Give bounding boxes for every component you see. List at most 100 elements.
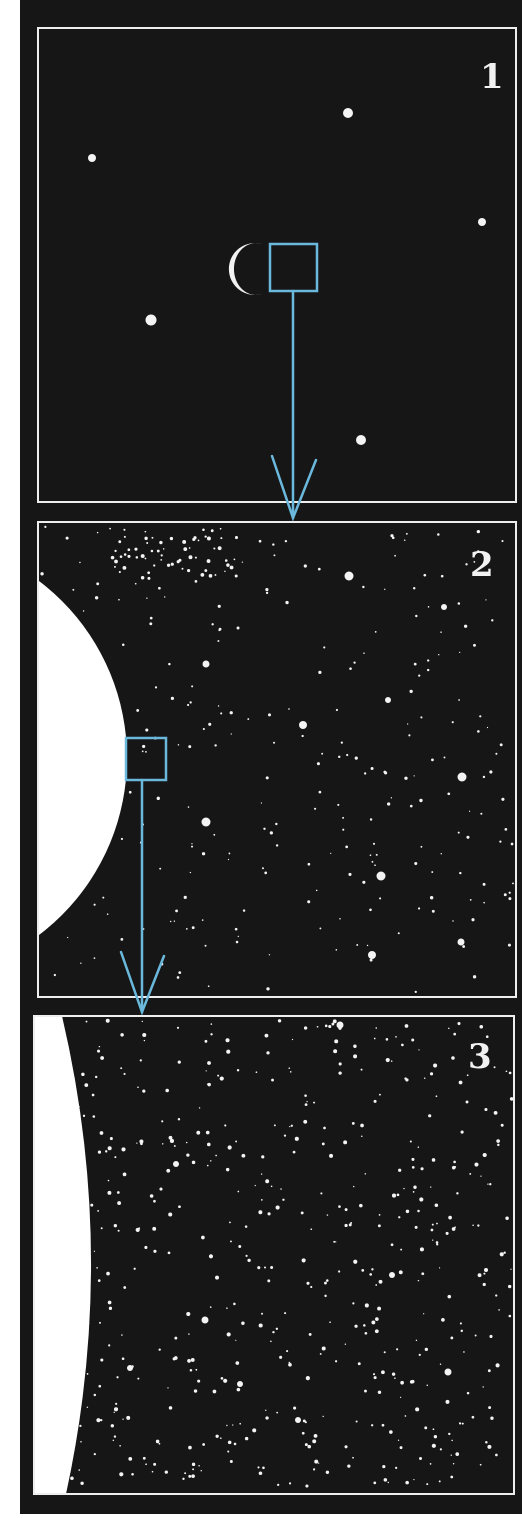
star	[114, 1224, 117, 1227]
star	[363, 1324, 366, 1327]
star	[187, 569, 190, 572]
star	[226, 1425, 227, 1426]
star	[436, 1243, 438, 1245]
star	[114, 1156, 116, 1158]
star	[392, 1372, 395, 1375]
star	[202, 852, 205, 855]
star	[215, 574, 217, 576]
star	[495, 1454, 498, 1457]
star	[487, 727, 488, 728]
star	[415, 1226, 418, 1229]
star	[238, 1245, 241, 1248]
star	[373, 1373, 375, 1375]
star	[171, 563, 174, 566]
star	[226, 1307, 228, 1309]
star	[207, 1143, 211, 1147]
star	[202, 528, 205, 531]
star	[206, 1131, 210, 1135]
star	[364, 772, 366, 774]
star	[218, 705, 219, 706]
star	[191, 1474, 195, 1478]
star	[427, 1385, 429, 1387]
star	[145, 751, 147, 753]
star	[450, 1476, 453, 1479]
star	[446, 1232, 449, 1235]
star	[261, 1313, 263, 1315]
star	[420, 716, 422, 718]
star	[147, 577, 150, 580]
star	[109, 1307, 112, 1310]
star	[461, 1131, 464, 1134]
star	[117, 1191, 120, 1194]
star	[115, 1403, 117, 1405]
star	[371, 1268, 373, 1270]
star	[127, 1365, 133, 1371]
star	[272, 1331, 274, 1333]
star	[419, 1197, 423, 1201]
star	[170, 1139, 174, 1143]
star	[470, 899, 472, 901]
star	[410, 1140, 412, 1142]
star	[210, 1306, 212, 1308]
star	[376, 854, 378, 856]
star	[190, 872, 191, 873]
star	[479, 715, 481, 717]
star	[323, 646, 325, 648]
star	[496, 1139, 500, 1143]
star	[275, 823, 277, 825]
star	[171, 697, 174, 700]
panel-1-number: 1	[480, 60, 504, 94]
star	[153, 1200, 156, 1203]
star	[348, 873, 351, 876]
star	[146, 597, 147, 598]
star	[261, 802, 262, 803]
star	[391, 797, 392, 798]
star	[453, 1033, 456, 1036]
star	[335, 1360, 337, 1362]
star	[344, 1445, 347, 1448]
star	[374, 1376, 377, 1379]
star	[440, 1364, 441, 1365]
star	[218, 546, 222, 550]
star	[142, 1033, 146, 1037]
star	[204, 535, 206, 537]
star	[266, 592, 268, 594]
star	[226, 1038, 230, 1042]
star	[144, 1040, 145, 1041]
star	[418, 1049, 419, 1050]
star	[400, 1381, 404, 1385]
star	[98, 1151, 101, 1154]
star	[394, 1377, 396, 1379]
star	[362, 586, 364, 588]
star	[485, 1441, 487, 1443]
star	[270, 1341, 272, 1343]
star	[323, 1127, 326, 1130]
star	[401, 1044, 404, 1047]
star	[489, 770, 492, 773]
star	[81, 1073, 84, 1076]
star	[201, 1470, 202, 1471]
star	[370, 854, 372, 856]
star	[338, 756, 340, 758]
star	[142, 1021, 143, 1022]
star	[395, 1467, 397, 1469]
star	[174, 1145, 176, 1147]
star	[279, 1356, 282, 1359]
star	[423, 574, 426, 577]
star	[243, 909, 245, 911]
star	[303, 1120, 307, 1124]
star	[384, 1351, 386, 1353]
star	[342, 829, 344, 831]
star	[67, 937, 68, 938]
star	[123, 529, 125, 531]
star	[374, 1038, 376, 1040]
star	[489, 1183, 491, 1185]
star	[290, 1071, 292, 1073]
star	[293, 1407, 296, 1410]
star	[161, 1120, 163, 1122]
star	[123, 1073, 125, 1075]
star	[114, 1435, 116, 1437]
star	[459, 652, 460, 653]
star	[198, 1465, 200, 1467]
